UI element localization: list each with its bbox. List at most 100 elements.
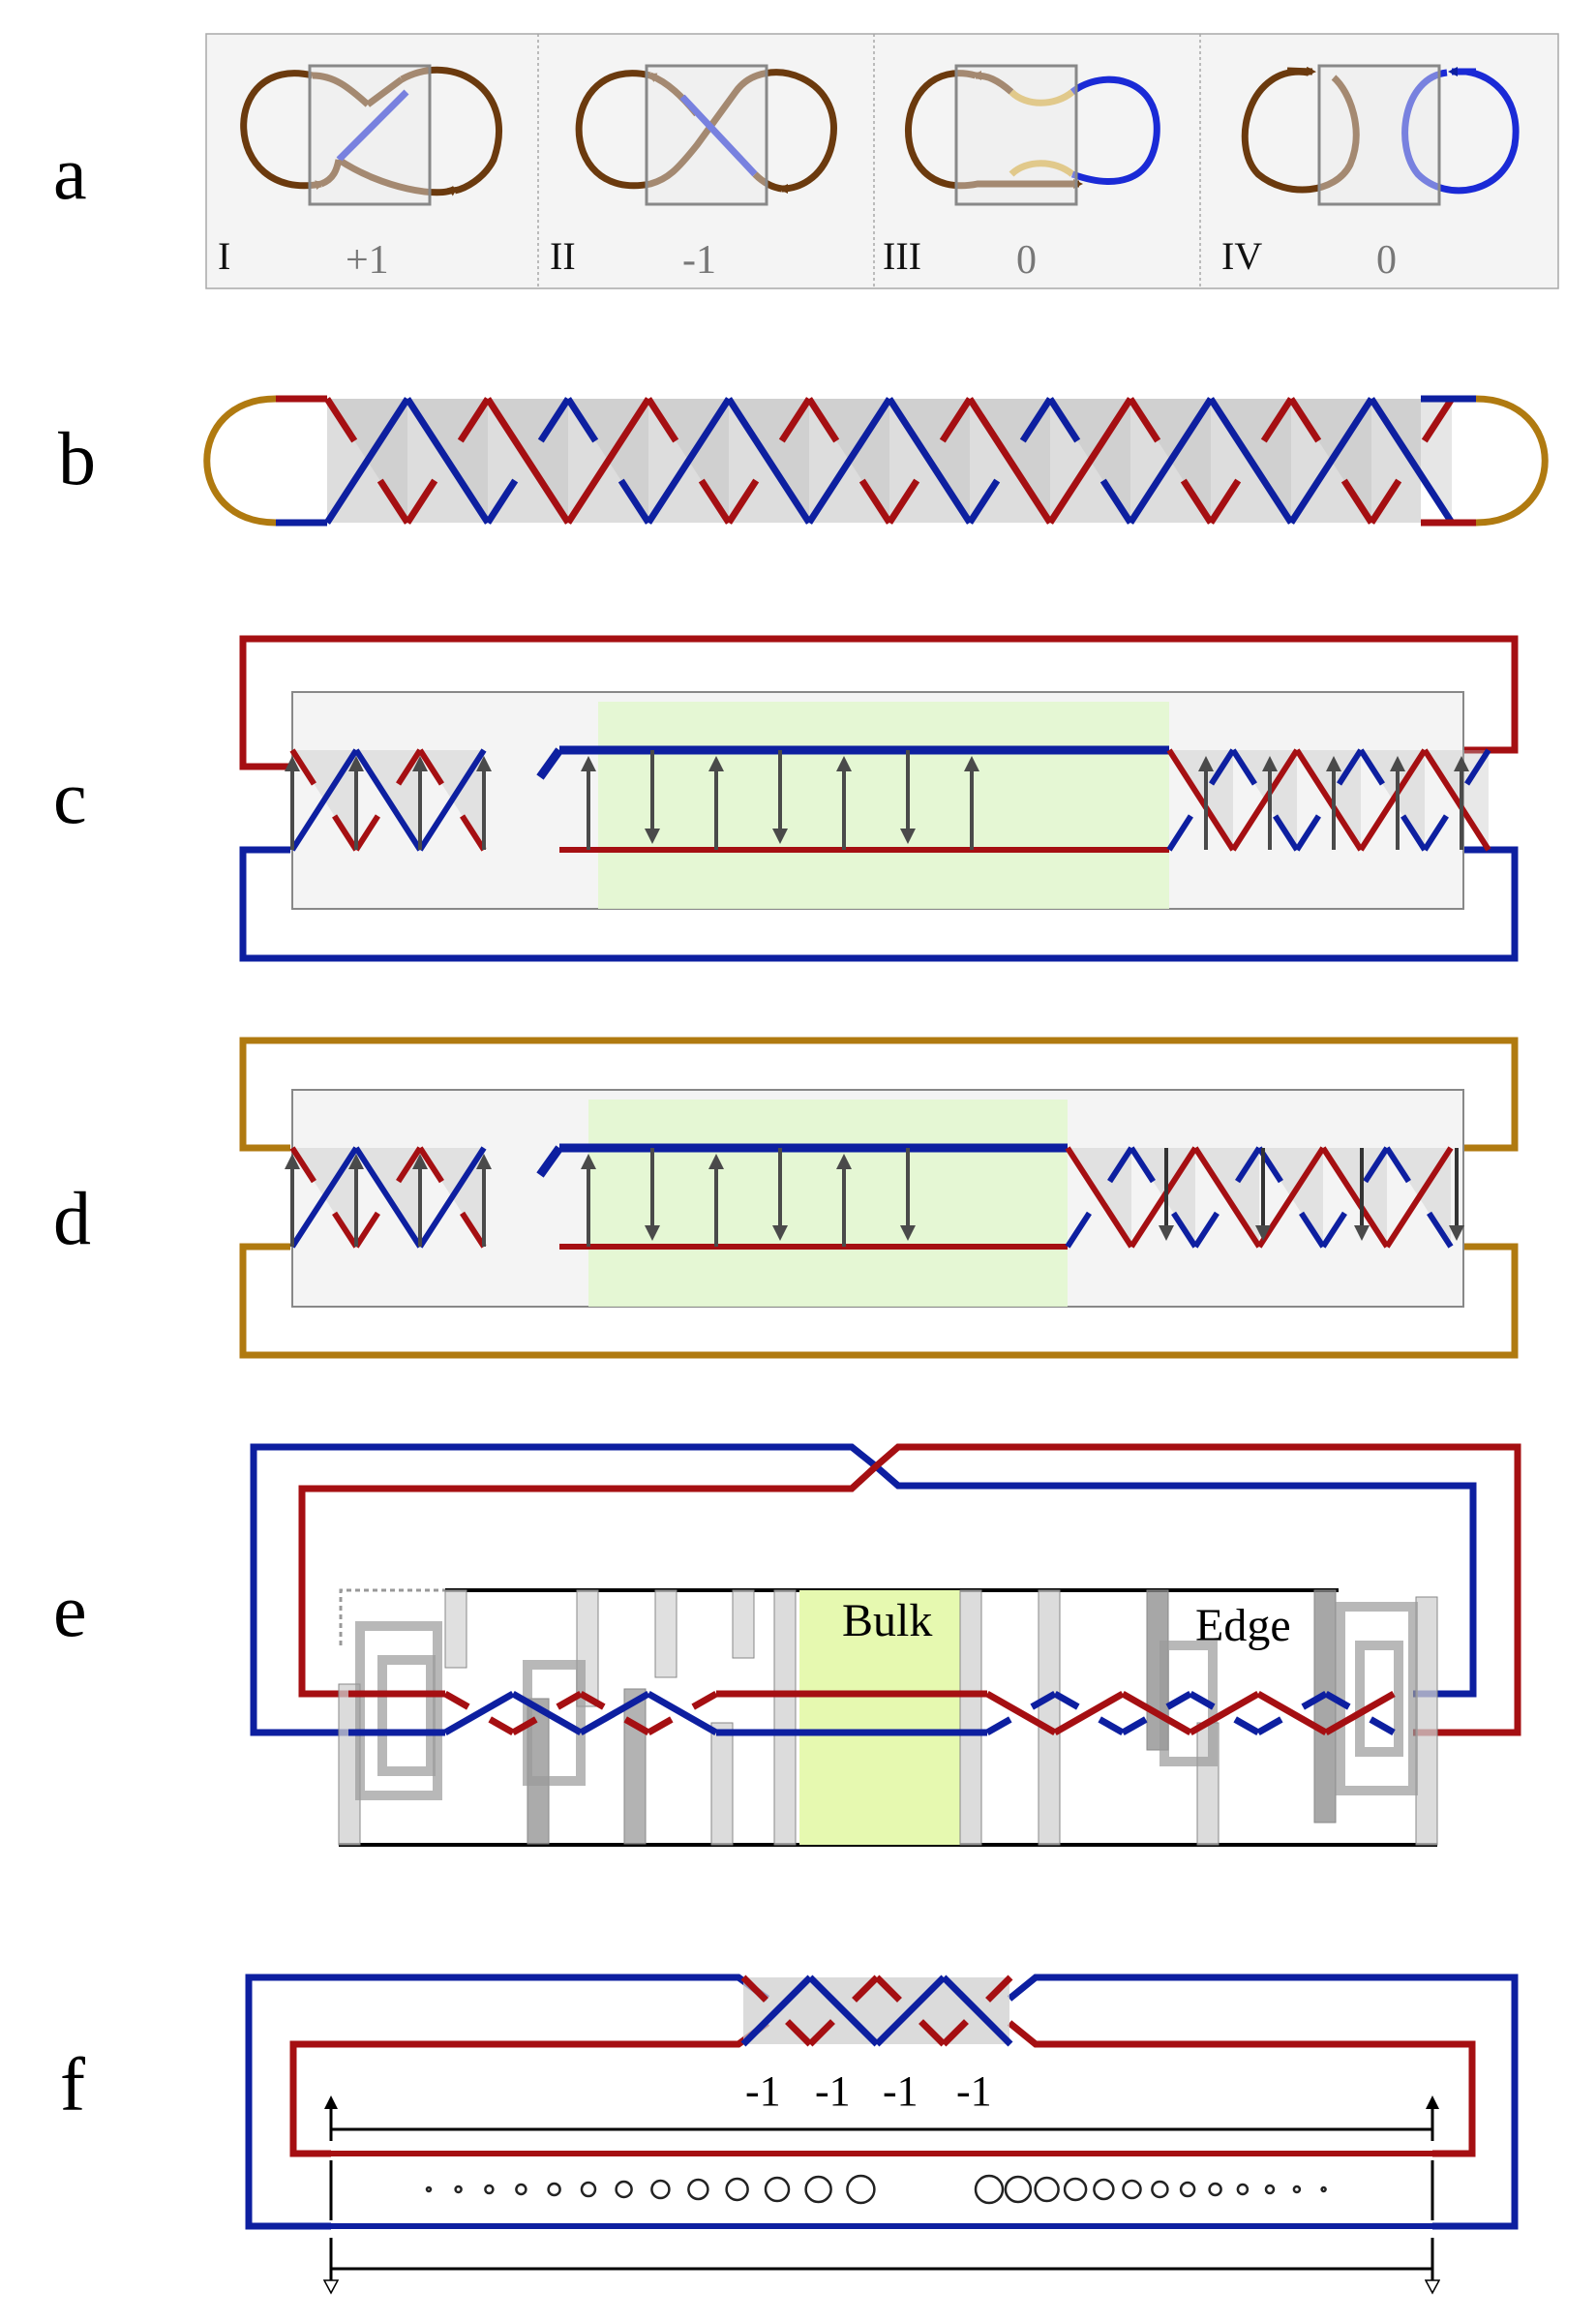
- cell-I: I +1: [218, 64, 502, 283]
- edge-mode-circle: [1179, 2181, 1196, 2198]
- strand-segment: [1166, 748, 1236, 852]
- strand-segment: [1019, 397, 1053, 443]
- strand-segment: [1324, 1690, 1351, 1710]
- pillar: [1415, 1596, 1438, 1846]
- strand-segment: [1358, 748, 1428, 852]
- edge-mode-circle: [725, 2177, 749, 2202]
- loop-right: [337, 157, 459, 196]
- strand-segment: [353, 1211, 380, 1249]
- strand-segment: [1128, 397, 1214, 525]
- cell-III: III 0: [883, 64, 1160, 283]
- strand-segment: [289, 1146, 316, 1184]
- strand-segment: [1047, 397, 1081, 443]
- pillar: [444, 1589, 467, 1669]
- braid-f: [740, 1974, 1013, 2047]
- blue-crossing-strand: [679, 94, 758, 177]
- strand-segment: [405, 397, 491, 525]
- crossing-value: -1: [883, 2067, 918, 2115]
- arc-left-top: [312, 72, 371, 107]
- strand-segment: [646, 397, 732, 525]
- strand-segment: [852, 1974, 880, 2003]
- strand-segment: [1422, 748, 1491, 852]
- outer-blue-loop: [239, 846, 1519, 962]
- strand-segment: [1288, 397, 1322, 443]
- strand-segment: [1299, 1211, 1326, 1249]
- strand-segment: [874, 1974, 947, 2047]
- loop-right-outer: [400, 66, 502, 195]
- strand-segment: [874, 1974, 902, 2003]
- strand-segment: [807, 1974, 880, 2047]
- edge-mode-frame: [377, 1655, 436, 1776]
- strand-segment: [1260, 397, 1294, 443]
- strand-segment: [289, 748, 359, 852]
- pillar: [710, 1722, 734, 1846]
- strand-segment: [1209, 748, 1236, 786]
- cell-II: II -1: [550, 64, 837, 283]
- pillar: [773, 1589, 797, 1846]
- strand-segment: [1189, 1690, 1216, 1710]
- strand-segment: [1171, 1211, 1198, 1249]
- strand-segment: [488, 1716, 515, 1736]
- strand-segment: [726, 478, 760, 525]
- pillar: [1313, 1589, 1337, 1824]
- inner-red-loop: [289, 2020, 770, 2157]
- strand-segment: [726, 397, 812, 525]
- strand-segment: [1233, 1716, 1260, 1736]
- strand-segment: [1053, 1690, 1125, 1736]
- inner-red-loop-right: [1007, 2020, 1476, 2157]
- edge-mode-circle: [1264, 2184, 1276, 2195]
- strand-segment: [941, 1974, 1013, 2047]
- strand-segment: [887, 478, 920, 525]
- strand-segment: [967, 397, 1053, 525]
- strand-segment: [1464, 748, 1491, 786]
- edge-mode-circle: [1122, 2179, 1142, 2200]
- strand-segment: [985, 1716, 1012, 1736]
- strand-segment: [1121, 1716, 1148, 1736]
- edge-mode-circle: [515, 2183, 527, 2196]
- edge-mode-frame: [355, 1621, 442, 1800]
- cell-sign: 0: [1376, 238, 1397, 283]
- strand-segment: [1099, 478, 1133, 525]
- braid-band-f: [743, 1977, 1009, 2044]
- strand-segment: [1192, 1211, 1220, 1249]
- strand-segment: [1358, 748, 1385, 786]
- strand-segment: [1053, 1690, 1080, 1710]
- panel-c: [239, 635, 1519, 962]
- panel-label-a: a: [53, 131, 87, 215]
- edge-mode-circle: [454, 2185, 463, 2194]
- cell-roman: II: [550, 234, 576, 278]
- edge-mode-circle: [1004, 2175, 1033, 2204]
- edge-mode-circle: [1320, 2185, 1327, 2193]
- edge-mode-circle: [1034, 2176, 1060, 2203]
- strand-segment: [1400, 814, 1428, 852]
- strand-segment: [443, 1690, 470, 1710]
- edge-label: Edge: [1195, 1600, 1291, 1651]
- strand-segment: [353, 1146, 423, 1249]
- strand-segment: [1047, 397, 1133, 525]
- strand-segment: [623, 1716, 650, 1736]
- strand-segment: [565, 397, 599, 443]
- strand-segment: [1098, 1716, 1125, 1736]
- yellow-lower: [1009, 160, 1075, 177]
- strand-segment: [1324, 1690, 1396, 1736]
- pillar: [732, 1589, 755, 1659]
- strand-segment: [324, 397, 410, 525]
- braid-c: [285, 745, 1491, 853]
- strand-segment: [941, 2019, 969, 2047]
- strand-segment: [556, 1690, 583, 1710]
- strand-segment: [332, 814, 359, 852]
- blue-circle: [1401, 68, 1520, 195]
- edge-mode-circle: [1151, 2180, 1169, 2199]
- bulk-label: Bulk: [842, 1595, 932, 1646]
- pillar: [623, 1688, 647, 1845]
- strand-segment: [417, 748, 444, 786]
- strand-segment: [485, 397, 571, 525]
- strand-segment: [511, 1690, 583, 1736]
- strand-segment: [1256, 1716, 1283, 1736]
- strand-segment: [565, 397, 651, 525]
- strand-segment: [289, 748, 316, 786]
- crossing-window: [1317, 64, 1441, 206]
- strand-segment: [1363, 1146, 1390, 1184]
- pillar: [1038, 1589, 1061, 1846]
- cell-sign: +1: [346, 238, 389, 283]
